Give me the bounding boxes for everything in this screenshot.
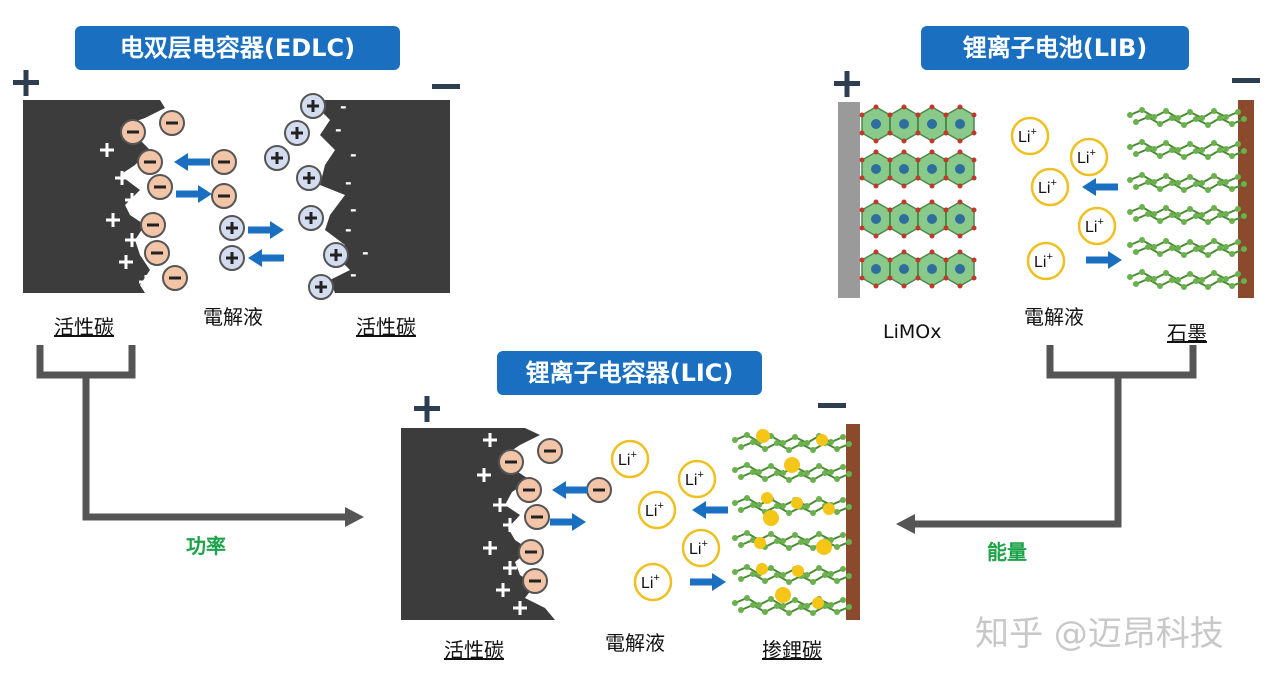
- edlc-electrolyte-label: 電解液: [203, 305, 263, 329]
- lib-current-collector: [838, 102, 860, 298]
- svg-text:-: -: [350, 200, 357, 219]
- edlc-right-electrode-label: 活性碳: [356, 315, 416, 339]
- svg-text:-: -: [345, 220, 352, 239]
- lib-cathode-label: LiMOx: [883, 321, 942, 343]
- lib-cathode-crystal: [858, 103, 978, 290]
- edlc-minus-terminal: [432, 84, 460, 89]
- lib-graphite-layers: [1126, 106, 1248, 291]
- svg-text:-: -: [362, 243, 369, 262]
- lib-title: 锂离子电池(LIB): [921, 26, 1189, 70]
- lic-plus-terminal: [414, 396, 440, 422]
- lib-anode-substrate: [1238, 100, 1254, 298]
- lib-plus-terminal: [834, 71, 860, 97]
- edlc-right-electrode: [310, 100, 450, 293]
- lic-minus-terminal: [818, 403, 846, 408]
- lic-title: 锂离子电容器(LIC): [497, 351, 762, 395]
- edlc-left-electrode-label: 活性碳: [54, 315, 114, 339]
- lic-left-electrode: [401, 428, 555, 620]
- edlc-left-electrode: [23, 100, 165, 293]
- edlc-bracket: [36, 345, 345, 521]
- lic-left-electrode-label: 活性碳: [444, 638, 504, 662]
- power-arrowhead: [345, 507, 364, 527]
- lic-anode-label: 掺鋰碳: [762, 638, 822, 662]
- edlc-plus-terminal: [13, 70, 39, 96]
- lic-electrolyte-label: 電解液: [605, 631, 665, 655]
- lib-anode-label: 石墨: [1167, 321, 1207, 345]
- svg-text:-: -: [350, 265, 357, 284]
- svg-text:-: -: [350, 145, 357, 164]
- lib-bracket: [915, 345, 1197, 528]
- edlc-right-surface-charges: --- --- --: [335, 97, 369, 284]
- lic-doped-li-dots: [754, 429, 835, 609]
- power-flow-label: 功率: [186, 534, 226, 558]
- energy-flow-label: 能量: [987, 540, 1027, 564]
- svg-text:-: -: [340, 97, 347, 116]
- energy-arrowhead: [896, 514, 915, 534]
- lic-anode-substrate: [846, 424, 860, 620]
- svg-text:-: -: [335, 120, 342, 139]
- lib-minus-terminal: [1232, 78, 1260, 83]
- edlc-title: 电双层电容器(EDLC): [75, 26, 400, 70]
- lib-electrolyte-label: 電解液: [1024, 305, 1084, 329]
- watermark: 知乎 @迈昂科技: [975, 614, 1224, 654]
- lib-li-ions: [1010, 116, 1117, 281]
- svg-text:-: -: [345, 173, 352, 192]
- lic-li-ions: [610, 439, 721, 602]
